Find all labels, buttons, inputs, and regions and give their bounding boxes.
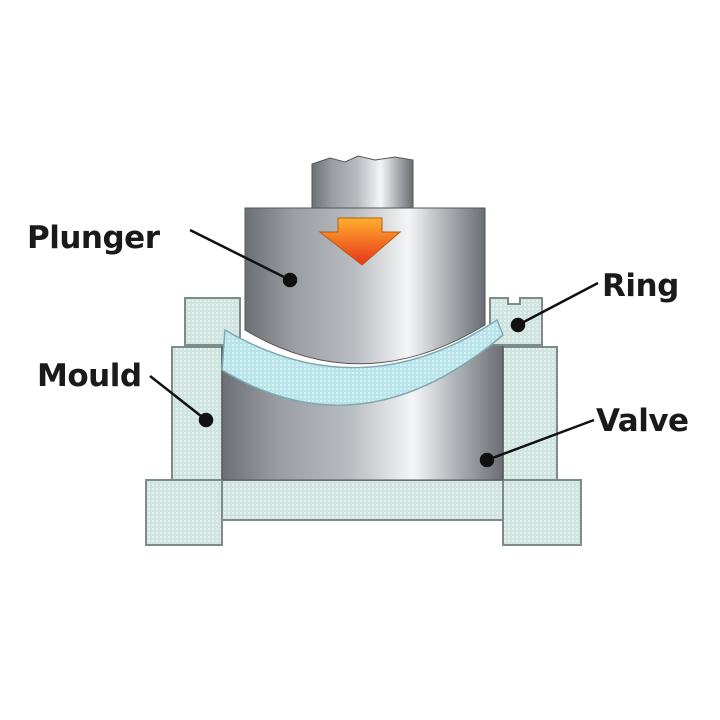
label-plunger: Plunger	[27, 220, 160, 256]
plunger-shaft	[311, 155, 414, 209]
valve-leader	[486, 418, 595, 462]
label-mould: Mould	[37, 358, 142, 394]
force-arrow-icon	[318, 217, 402, 266]
mould-left-leg	[145, 479, 223, 546]
plunger-leader-dot	[282, 272, 298, 288]
ring-leader	[517, 281, 599, 327]
plunger	[244, 207, 486, 365]
leader-lines	[149, 228, 599, 468]
mould-right-wall	[502, 346, 558, 481]
mould	[145, 346, 582, 546]
plunger-leader	[189, 228, 291, 282]
mould-leader-dot	[198, 412, 214, 428]
label-valve: Valve	[596, 403, 689, 439]
mould-base	[221, 479, 504, 521]
label-ring: Ring	[602, 268, 679, 304]
valve-leader-dot	[479, 452, 495, 468]
valve-lens	[221, 318, 504, 406]
ring-leader-dot	[510, 317, 526, 333]
mould-leader	[149, 375, 207, 421]
mould-right-leg	[502, 479, 582, 546]
